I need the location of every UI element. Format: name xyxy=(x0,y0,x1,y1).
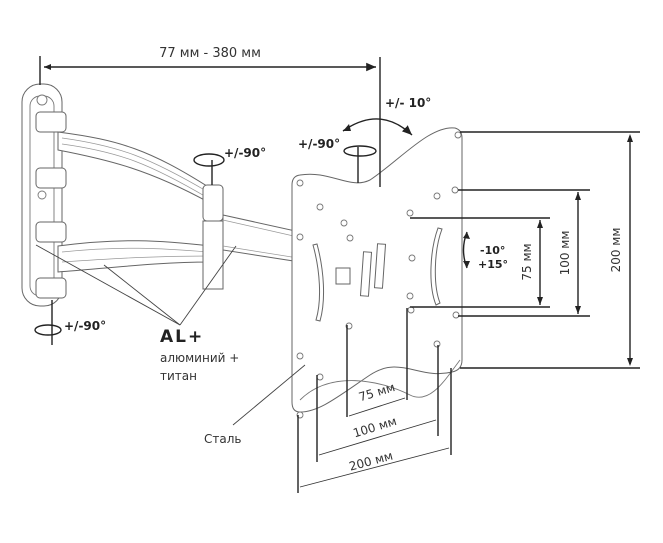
wall-swivel-indicator: +/-90° xyxy=(34,300,106,345)
horizontal-dim-200: 200 мм xyxy=(348,449,395,474)
material-line2-label: титан xyxy=(160,369,197,383)
plate-swivel-label: +/-90° xyxy=(298,137,340,151)
wall-plate xyxy=(21,83,67,307)
lower-arm xyxy=(202,184,301,290)
vertical-dim-100: 100 мм xyxy=(558,231,572,276)
vertical-dim-200: 200 мм xyxy=(609,228,623,273)
material-line1-label: алюминий + xyxy=(160,351,239,365)
arm-extension-dimension: 77 мм - 380 мм xyxy=(39,46,381,187)
tilt-indicator: +/- 10° xyxy=(342,96,431,136)
horizontal-dim-100: 100 мм xyxy=(351,414,398,440)
material-callouts: AL+ алюминий + титан Сталь xyxy=(35,244,306,446)
arm-swivel-label: +/-90° xyxy=(224,146,266,160)
material-brand-label: AL+ xyxy=(160,327,204,347)
arm-swivel-indicator: +/-90° xyxy=(193,146,266,185)
steel-label: Сталь xyxy=(204,432,241,446)
rotation-indicator: -10° +15° xyxy=(462,231,508,271)
plate-swivel-indicator: +/-90° xyxy=(298,137,377,183)
rotation-top-label: -10° xyxy=(480,244,505,257)
arm-extension-label: 77 мм - 380 мм xyxy=(159,46,261,61)
vertical-dimensions: 200 мм 100 мм 75 мм xyxy=(410,131,640,369)
rotation-bottom-label: +15° xyxy=(478,258,508,271)
upper-arm xyxy=(57,131,211,273)
wall-swivel-label: +/-90° xyxy=(64,319,106,333)
vertical-dim-75: 75 мм xyxy=(520,243,534,280)
tv-plate xyxy=(291,127,463,419)
tilt-label: +/- 10° xyxy=(385,96,431,110)
